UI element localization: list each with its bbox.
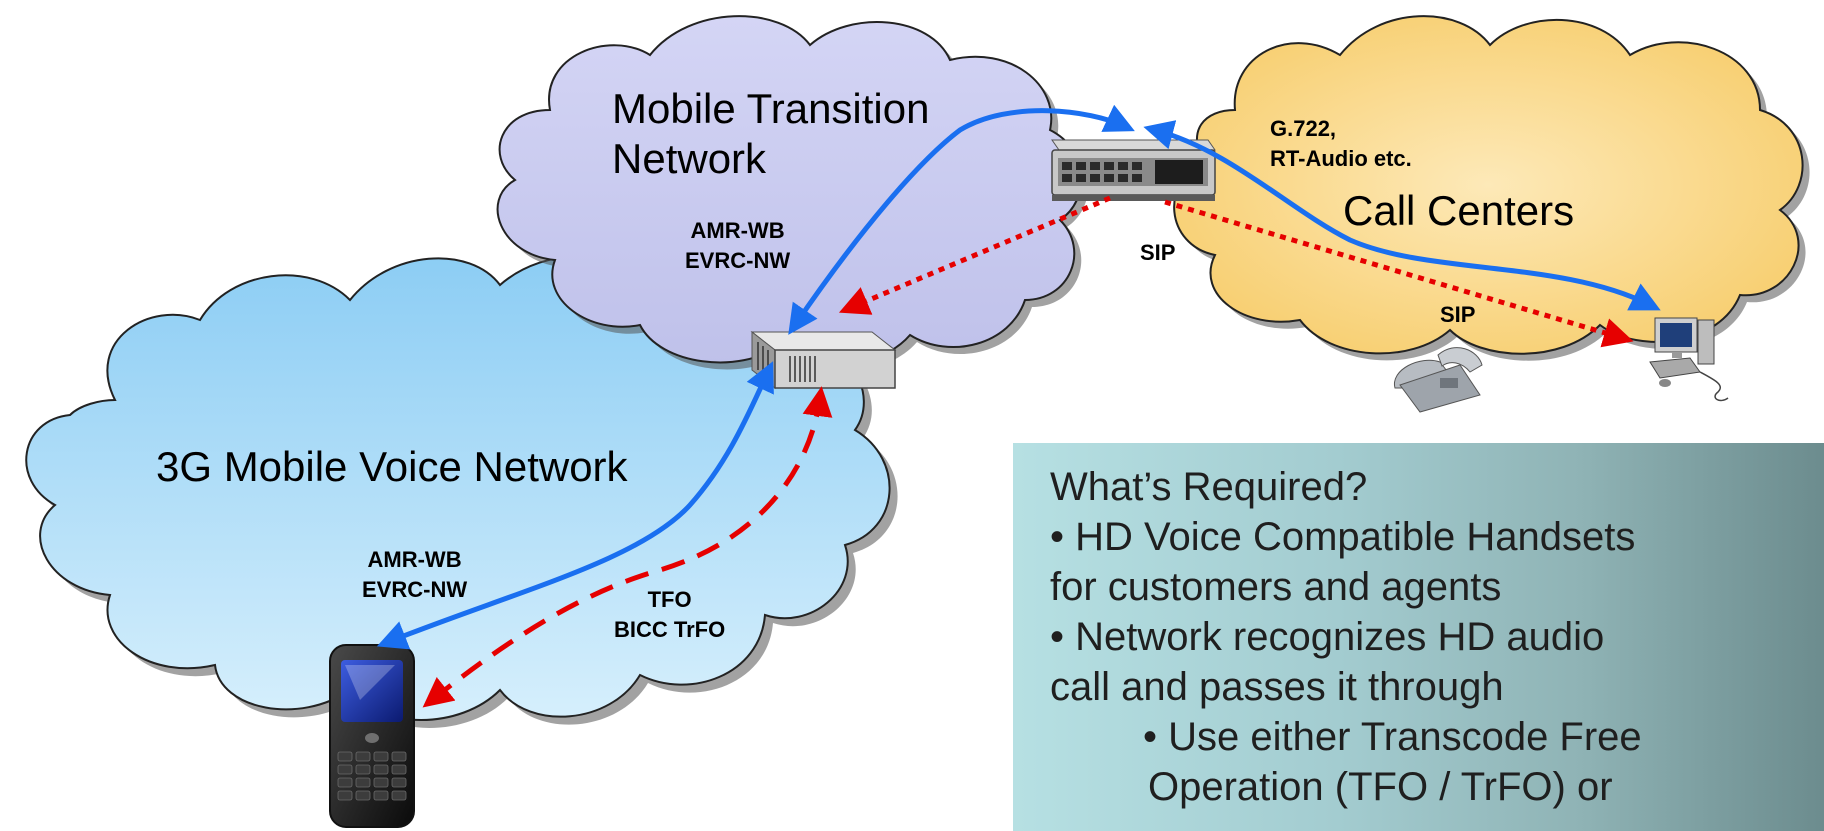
computer-icon xyxy=(1649,317,1729,402)
sub-requirement-line-2: Operation (TFO / TrFO) or xyxy=(1148,765,1613,809)
server-icon xyxy=(750,330,897,390)
codec-label-bottom: AMR-WB EVRC-NW xyxy=(362,547,468,602)
requirement-1-line-2: for customers and agents xyxy=(1050,565,1502,609)
tfo-path xyxy=(422,386,833,708)
media-gateway-icon xyxy=(1051,139,1216,201)
media-path-gateway-agent xyxy=(1143,120,1661,311)
mobile-handset-icon xyxy=(329,644,415,828)
sub-requirement-line-1: • Use either Transcode Free xyxy=(1143,715,1642,759)
mobile-voice-network-title: 3G Mobile Voice Network xyxy=(156,443,628,490)
sip-label-2: SIP xyxy=(1440,302,1476,327)
sip-path-agent xyxy=(1164,199,1634,348)
requirement-1-line-1: • HD Voice Compatible Handsets xyxy=(1050,515,1636,559)
desk-phone-icon xyxy=(1394,347,1483,413)
media-path-server-gateway xyxy=(788,104,1135,335)
transition-network-title: Mobile Transition Network xyxy=(612,85,930,182)
tfo-label: TFO BICC TrFO xyxy=(614,587,726,642)
sip-label-1: SIP xyxy=(1140,240,1176,265)
mobile-transition-network-cloud xyxy=(496,15,1089,372)
requirement-2-line-1: • Network recognizes HD audio xyxy=(1050,615,1605,659)
requirement-2-line-2: call and passes it through xyxy=(1050,665,1504,709)
requirements-panel: What’s Required? • HD Voice Compatible H… xyxy=(1013,443,1824,831)
codec-label-call-center: G.722, RT-Audio etc. xyxy=(1270,116,1412,171)
codec-label-top: AMR-WB EVRC-NW xyxy=(685,218,791,273)
requirements-title: What’s Required? xyxy=(1050,465,1368,509)
call-centers-title: Call Centers xyxy=(1343,187,1575,234)
signaling-path xyxy=(422,195,1634,708)
